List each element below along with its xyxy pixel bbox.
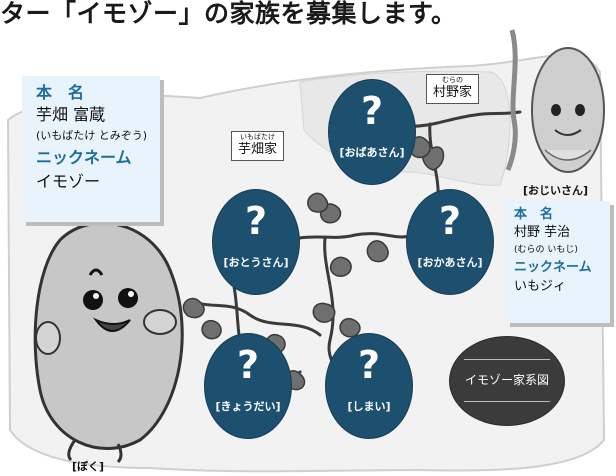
surname-name: 芋畑家 — [238, 142, 278, 157]
nickname: いもジィ — [514, 279, 567, 294]
node-father[interactable]: ? [おとうさん] — [213, 190, 299, 294]
heading-nickname: ニックネーム — [514, 260, 592, 275]
ojiisan-figure — [505, 29, 605, 173]
question-mark: ? — [357, 343, 381, 387]
node-label: [おばあさん] — [339, 146, 405, 159]
node-label: [しまい] — [347, 400, 391, 413]
question-mark: ? — [244, 199, 268, 243]
surname-imobatake: いもばたけ 芋畑家 — [231, 131, 285, 161]
headline: ター「イモゾー」の家族を募集します。 — [0, 0, 457, 28]
role-ojiisan: [おじいさん] — [523, 184, 589, 197]
question-mark: ? — [438, 199, 462, 243]
question-mark: ? — [236, 343, 260, 387]
nickname: イモゾー — [36, 172, 101, 191]
family-tree-badge: イモゾー家系図 — [449, 336, 565, 426]
surname-ruby: むらの — [442, 76, 463, 84]
name-reading: (むらの いもじ) — [514, 245, 578, 255]
heading-real-name: 本 名 — [514, 207, 554, 222]
heading-nickname: ニックネーム — [36, 148, 132, 167]
real-name: 芋畑 富蔵 — [36, 105, 106, 124]
profile-card-ojiisan: 本 名 村野 芋治 (むらの いもじ) ニックネーム いもジィ — [506, 201, 610, 323]
badge-line-top — [464, 359, 550, 360]
question-mark: ? — [360, 89, 384, 133]
name-reading: (いもばたけ とみぞう) — [36, 129, 148, 142]
node-label: [おかあさん] — [417, 256, 483, 269]
badge-label: イモゾー家系図 — [464, 373, 549, 387]
node-brother[interactable]: ? [きょうだい] — [205, 334, 291, 438]
surname-ruby: いもばたけ — [240, 133, 275, 141]
node-sister[interactable]: ? [しまい] — [326, 334, 412, 438]
surname-name: 村野家 — [433, 85, 473, 100]
node-label: [きょうだい] — [215, 400, 281, 413]
node-mother[interactable]: ? [おかあさん] — [407, 190, 493, 294]
heading-real-name: 本 名 — [36, 83, 85, 102]
profile-card-boku: 本 名 芋畑 富蔵 (いもばたけ とみぞう) ニックネーム イモゾー — [22, 76, 160, 222]
role-boku: [ぼく] — [72, 460, 105, 473]
node-grandmother[interactable]: ? [おばあさん] — [329, 80, 415, 184]
real-name: 村野 芋治 — [514, 225, 571, 240]
node-label: [おとうさん] — [223, 256, 289, 269]
surname-murano: むらの 村野家 — [426, 74, 480, 104]
badge-line-bottom — [464, 401, 550, 402]
boku-figure — [33, 221, 184, 464]
